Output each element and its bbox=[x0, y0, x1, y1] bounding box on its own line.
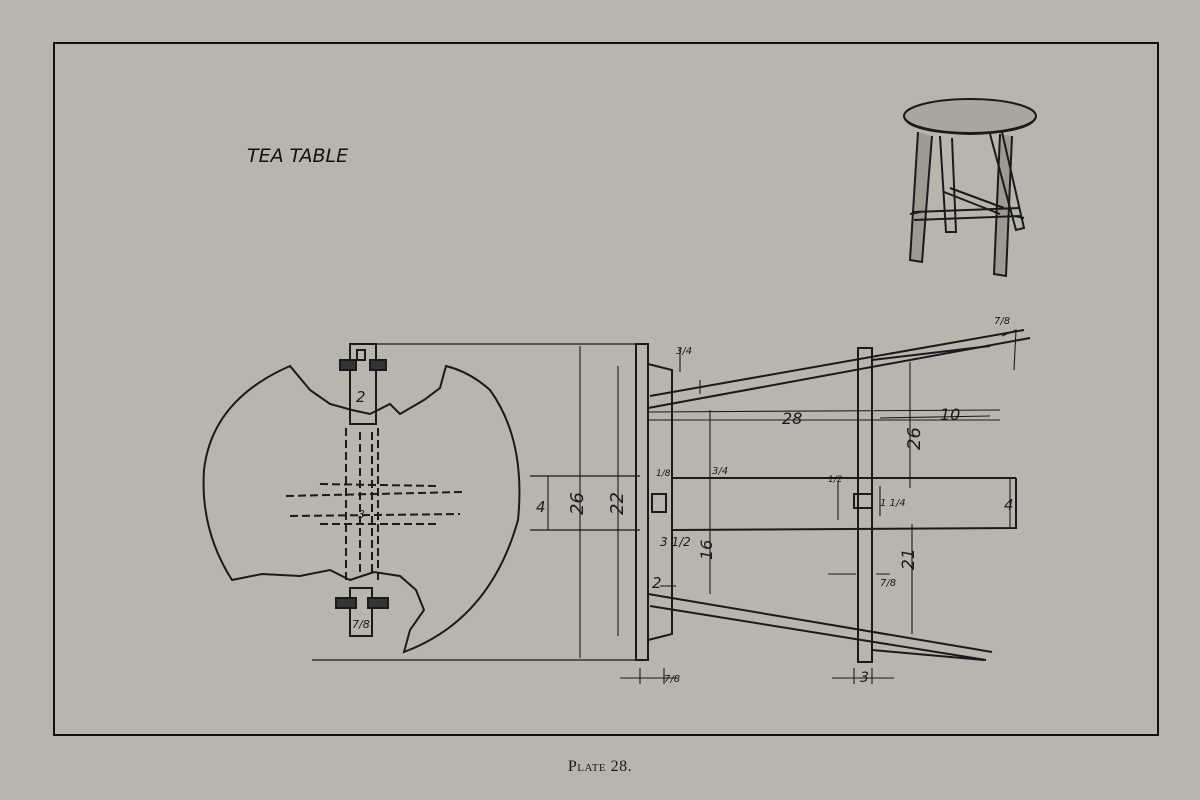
dim-3-bottom: 3 bbox=[860, 670, 869, 686]
table-perspective-sketch bbox=[903, 98, 1037, 278]
drawing-title: TEA TABLE bbox=[247, 145, 348, 167]
dim-4-right: 4 bbox=[1004, 496, 1014, 514]
dim-10: 10 bbox=[940, 405, 960, 424]
dim-1-4-right: 1 1/4 bbox=[880, 498, 906, 509]
plate-border bbox=[53, 42, 1159, 736]
dim-3-4-top: 3/4 bbox=[676, 346, 692, 357]
dim-3-1-2: 3 1/2 bbox=[660, 535, 691, 549]
dim-1-8-mid: 1/8 bbox=[656, 469, 671, 479]
dim-3-4-mid: 3/4 bbox=[712, 466, 728, 477]
dim-21: 21 bbox=[899, 548, 919, 570]
dim-16: 16 bbox=[697, 540, 716, 560]
dim-7-8-top-right: 7/8 bbox=[994, 316, 1010, 327]
plate-caption: Plate 28. bbox=[567, 758, 633, 775]
dim-4-left: 4 bbox=[536, 498, 546, 516]
dim-7-8-low-left: 7/8 bbox=[664, 674, 680, 685]
top-plan-view bbox=[202, 343, 521, 654]
dim-28: 28 bbox=[782, 409, 802, 428]
dimension-lines bbox=[547, 329, 1017, 684]
dim-2-top: 2 bbox=[356, 388, 366, 406]
dim-7-8-bottom: 7/8 bbox=[352, 618, 370, 631]
dim-3-center: 3 bbox=[358, 508, 365, 521]
dim-7-8-right: 7/8 bbox=[880, 578, 896, 589]
dim-26-right: 26 bbox=[904, 427, 925, 450]
side-elevation bbox=[853, 345, 991, 663]
dim-26-left: 26 bbox=[567, 492, 588, 515]
dim-2-mid: 2 bbox=[652, 574, 662, 592]
dim-22: 22 bbox=[607, 492, 628, 515]
front-elevation bbox=[635, 329, 1031, 661]
dim-1-2-right: 1/2 bbox=[828, 475, 843, 485]
